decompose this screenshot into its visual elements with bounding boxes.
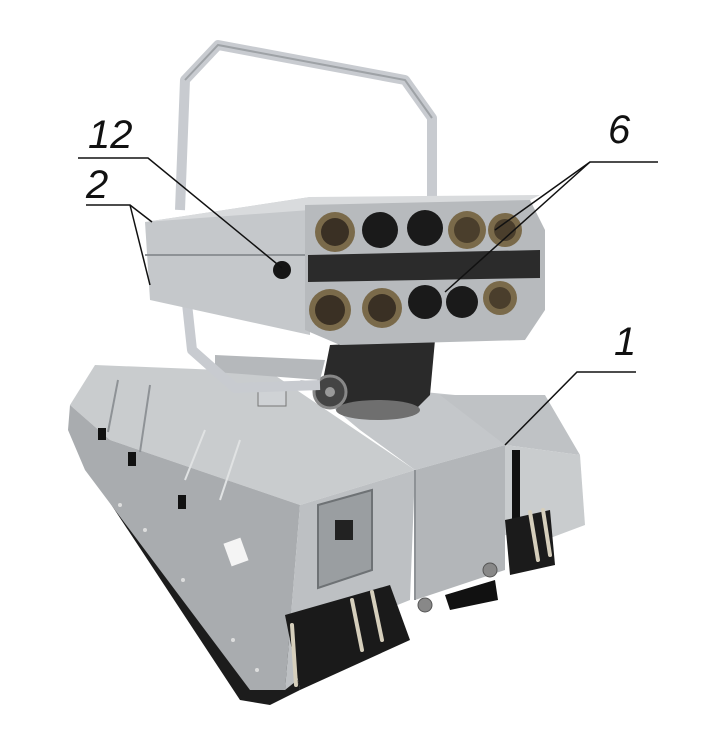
front-left-sprocket (285, 585, 410, 690)
launcher-knob (273, 261, 291, 279)
callout-label-2: 2 (85, 163, 108, 207)
top-tube-row (315, 210, 522, 252)
right-hull-pod (440, 395, 585, 575)
callout-label-6: 6 (608, 108, 631, 152)
callout-1-line (504, 371, 636, 446)
bottom-tube-row (309, 281, 517, 331)
callout-label-1: 1 (614, 320, 636, 364)
callout-lines (78, 157, 658, 446)
callout-2-line-a (86, 204, 153, 223)
callout-6-line-b (444, 161, 591, 293)
roll-bar-frame-shade (184, 43, 433, 119)
callout-label-12: 12 (88, 113, 133, 157)
turret-base (215, 340, 435, 420)
launcher-housing (145, 195, 545, 345)
callout-12-line (78, 157, 283, 269)
callout-2-line-b (129, 204, 151, 286)
